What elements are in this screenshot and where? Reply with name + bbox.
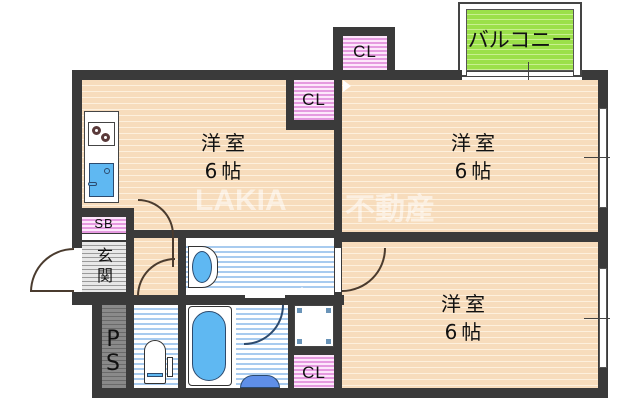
watermark-right: 不動産	[345, 193, 435, 226]
corner-icon	[297, 339, 302, 344]
shoe-box	[82, 217, 126, 233]
room3-door-opening	[335, 248, 341, 292]
wall-top	[72, 70, 462, 80]
wall-top-right	[582, 70, 606, 80]
wall-bath-left	[178, 305, 186, 390]
basin-icon	[192, 251, 212, 283]
toilet-lid	[147, 373, 163, 377]
balcony-door-mark	[528, 62, 529, 88]
wall-hall-left	[126, 238, 134, 298]
western-room-2	[342, 80, 598, 232]
corner-icon	[326, 339, 331, 344]
wall-ps-left	[92, 298, 102, 398]
entrance-door-opening	[72, 248, 82, 292]
closet-bottom	[294, 355, 334, 388]
wall-room1-bottom	[134, 230, 342, 238]
room2-door-mark	[343, 80, 351, 92]
entrance-label: 玄関	[96, 246, 113, 285]
window-mark	[584, 157, 610, 158]
watermark-left: LAKIA	[195, 184, 287, 217]
shoe-box-label: SB	[94, 216, 114, 231]
closet-top-label: CL	[353, 42, 377, 61]
washroom-arrow-icon	[296, 287, 308, 293]
window-mark	[584, 318, 610, 319]
entrance-door-swing[interactable]	[30, 248, 74, 292]
wall-ps-right	[126, 305, 134, 390]
corner-icon	[297, 308, 302, 313]
balcony	[466, 9, 574, 71]
shoe-box-doors	[82, 234, 126, 240]
tap-handle-icon	[88, 182, 97, 186]
toilet-icon	[144, 340, 166, 384]
room3-name: 洋室	[441, 292, 489, 316]
closet-room1-label: CL	[302, 90, 326, 109]
corner-icon	[326, 308, 331, 313]
window-room2	[599, 108, 607, 208]
wall-entrance-bottom	[72, 295, 344, 305]
room2-size: 6帖	[454, 159, 496, 183]
room1-name: 洋室	[201, 131, 249, 155]
pipe-space	[102, 305, 126, 388]
wall-bottom	[92, 388, 608, 398]
stove	[88, 122, 115, 146]
room3-size: 6帖	[444, 320, 486, 344]
closet-room1	[294, 80, 334, 120]
faucet-icon	[104, 168, 110, 174]
balcony-sliding-door	[466, 71, 574, 77]
sink	[88, 163, 114, 197]
room2-name: 洋室	[451, 131, 499, 155]
western-room-3	[342, 242, 598, 388]
washbasin	[188, 246, 218, 288]
burner-icon	[92, 126, 101, 135]
washing-machine-drain-icon	[240, 375, 280, 388]
wash-door-opening	[245, 290, 285, 298]
balcony-label: バルコニー	[467, 28, 573, 52]
closet-bottom-label: CL	[302, 363, 326, 382]
entrance	[82, 242, 126, 292]
wall-laundry-right	[288, 298, 294, 390]
wall-left	[72, 70, 82, 305]
wall-wash-left	[178, 236, 186, 306]
bathtub	[188, 306, 232, 386]
toilet-tank	[167, 357, 173, 377]
closet-top	[343, 36, 387, 70]
pipe-space-label: PS	[106, 327, 120, 376]
wall-cl-bottom-top	[294, 347, 334, 355]
wall-room1-room2	[334, 80, 342, 390]
wall-rooms-divider	[342, 232, 608, 242]
room1-size: 6帖	[204, 159, 246, 183]
storage-unit	[294, 305, 334, 347]
burner-icon	[101, 133, 110, 142]
tub-basin-icon	[192, 311, 226, 381]
